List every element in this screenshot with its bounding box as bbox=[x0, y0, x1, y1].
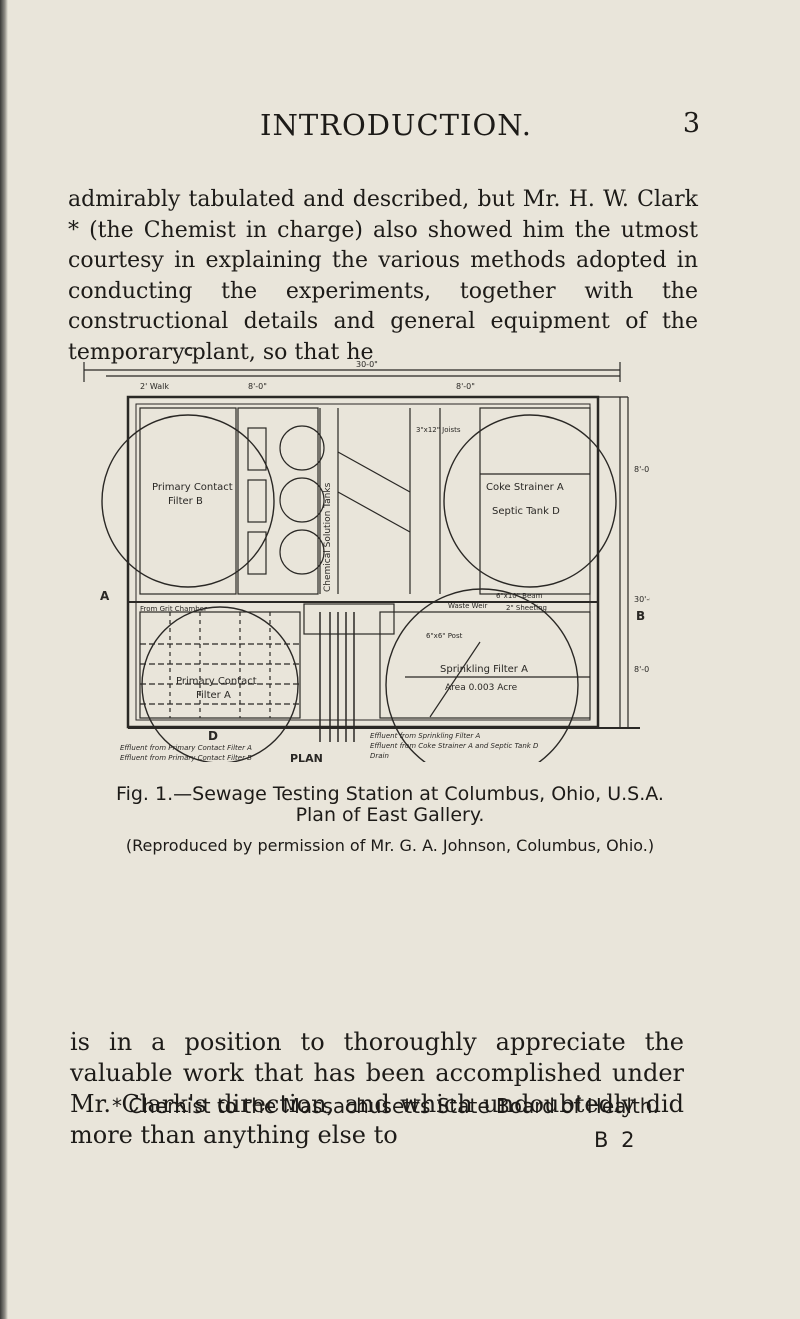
dim-top: 30-0" bbox=[356, 360, 378, 369]
label-joists: 3"x12" Joists bbox=[416, 426, 461, 434]
sprinkling-box bbox=[379, 611, 591, 719]
label-sprinkling-filter: Sprinkling Filter A bbox=[440, 664, 528, 675]
dim-8-left: 8'-0" bbox=[248, 382, 267, 391]
label-chemical-tanks: Chemical Solution Tanks bbox=[323, 482, 333, 592]
label-grit-chamber: From Grit Chamber bbox=[140, 605, 207, 613]
footnote: * Chemist to the Massachusetts State Boa… bbox=[112, 1094, 659, 1118]
label-septic-tank: Septic Tank D bbox=[492, 506, 560, 517]
paragraph-intro: admirably tabulated and described, but M… bbox=[68, 187, 698, 365]
dim-side-lower: 8'-0" bbox=[634, 665, 650, 674]
page-header: INTRODUCTION. 3 bbox=[60, 108, 700, 148]
running-head: INTRODUCTION. bbox=[260, 108, 532, 142]
chemical-tank-3 bbox=[279, 529, 325, 575]
dim-8-right: 8'-0" bbox=[456, 382, 475, 391]
dim-side-upper: 8'-0" bbox=[634, 465, 650, 474]
page-number: 3 bbox=[682, 108, 700, 139]
dim-side-mid: 30'-0" bbox=[634, 595, 650, 604]
label-area: Area 0.003 Acre bbox=[445, 683, 518, 693]
label-filter-b-1: Primary Contact bbox=[152, 482, 233, 493]
plan-figure: C 30-0" 2' Walk 8'-0" 8'-0" 8'-0" 30'-0"… bbox=[80, 342, 658, 782]
marker-a: A bbox=[100, 589, 110, 603]
note-effluent-coke: Effluent from Coke Strainer A and Septic… bbox=[370, 742, 539, 750]
chemical-tank-area bbox=[237, 407, 319, 595]
note-effluent-b: Effluent from Primary Contact Filter B bbox=[120, 754, 252, 762]
figure-credit: (Reproduced by permission of Mr. G. A. J… bbox=[125, 836, 655, 855]
signature-mark: B 2 bbox=[594, 1128, 638, 1152]
note-effluent-a: Effluent from Primary Contact Filter A bbox=[120, 744, 252, 752]
septic-tank bbox=[443, 414, 617, 588]
filter-a-box bbox=[139, 611, 301, 719]
paragraph-continuation: is in a position to thoroughly appreciat… bbox=[70, 1028, 684, 1149]
filter-b-box bbox=[139, 407, 237, 595]
plan-drawing: C 30-0" 2' Walk 8'-0" 8'-0" 8'-0" 30'-0"… bbox=[83, 345, 658, 782]
chemical-tank-2 bbox=[279, 477, 325, 523]
page-edge-shadow bbox=[0, 0, 8, 1319]
note-effluent-sprinkling: Effluent from Sprinkling Filter A bbox=[370, 732, 481, 740]
label-filter-a-1: Primary Contact bbox=[176, 676, 257, 687]
filter-b-tank bbox=[101, 414, 275, 588]
figure-caption-subtitle: Plan of East Gallery. bbox=[295, 804, 485, 826]
note-drain: Drain bbox=[370, 752, 389, 760]
chemical-tank-1 bbox=[279, 425, 325, 471]
label-sheeting: 2" Sheeting bbox=[506, 604, 547, 612]
figure-caption-title: Fig. 1.—Sewage Testing Station at Columb… bbox=[116, 783, 664, 805]
marker-b: B bbox=[636, 609, 645, 623]
label-coke-strainer: Coke Strainer A bbox=[486, 482, 564, 493]
label-post: 6"x6" Post bbox=[426, 632, 463, 640]
plan-label: PLAN bbox=[290, 752, 323, 762]
dim-2-walk: 2' Walk bbox=[140, 382, 169, 391]
label-filter-b-2: Filter B bbox=[168, 496, 203, 507]
marker-c: C bbox=[184, 345, 193, 359]
septic-box bbox=[479, 407, 591, 595]
label-filter-a-2: Filter A bbox=[196, 690, 231, 701]
label-waste-weir: Waste Weir bbox=[448, 602, 487, 610]
marker-d: D bbox=[208, 729, 218, 743]
label-beam: 6"x10" Beam bbox=[496, 592, 543, 600]
